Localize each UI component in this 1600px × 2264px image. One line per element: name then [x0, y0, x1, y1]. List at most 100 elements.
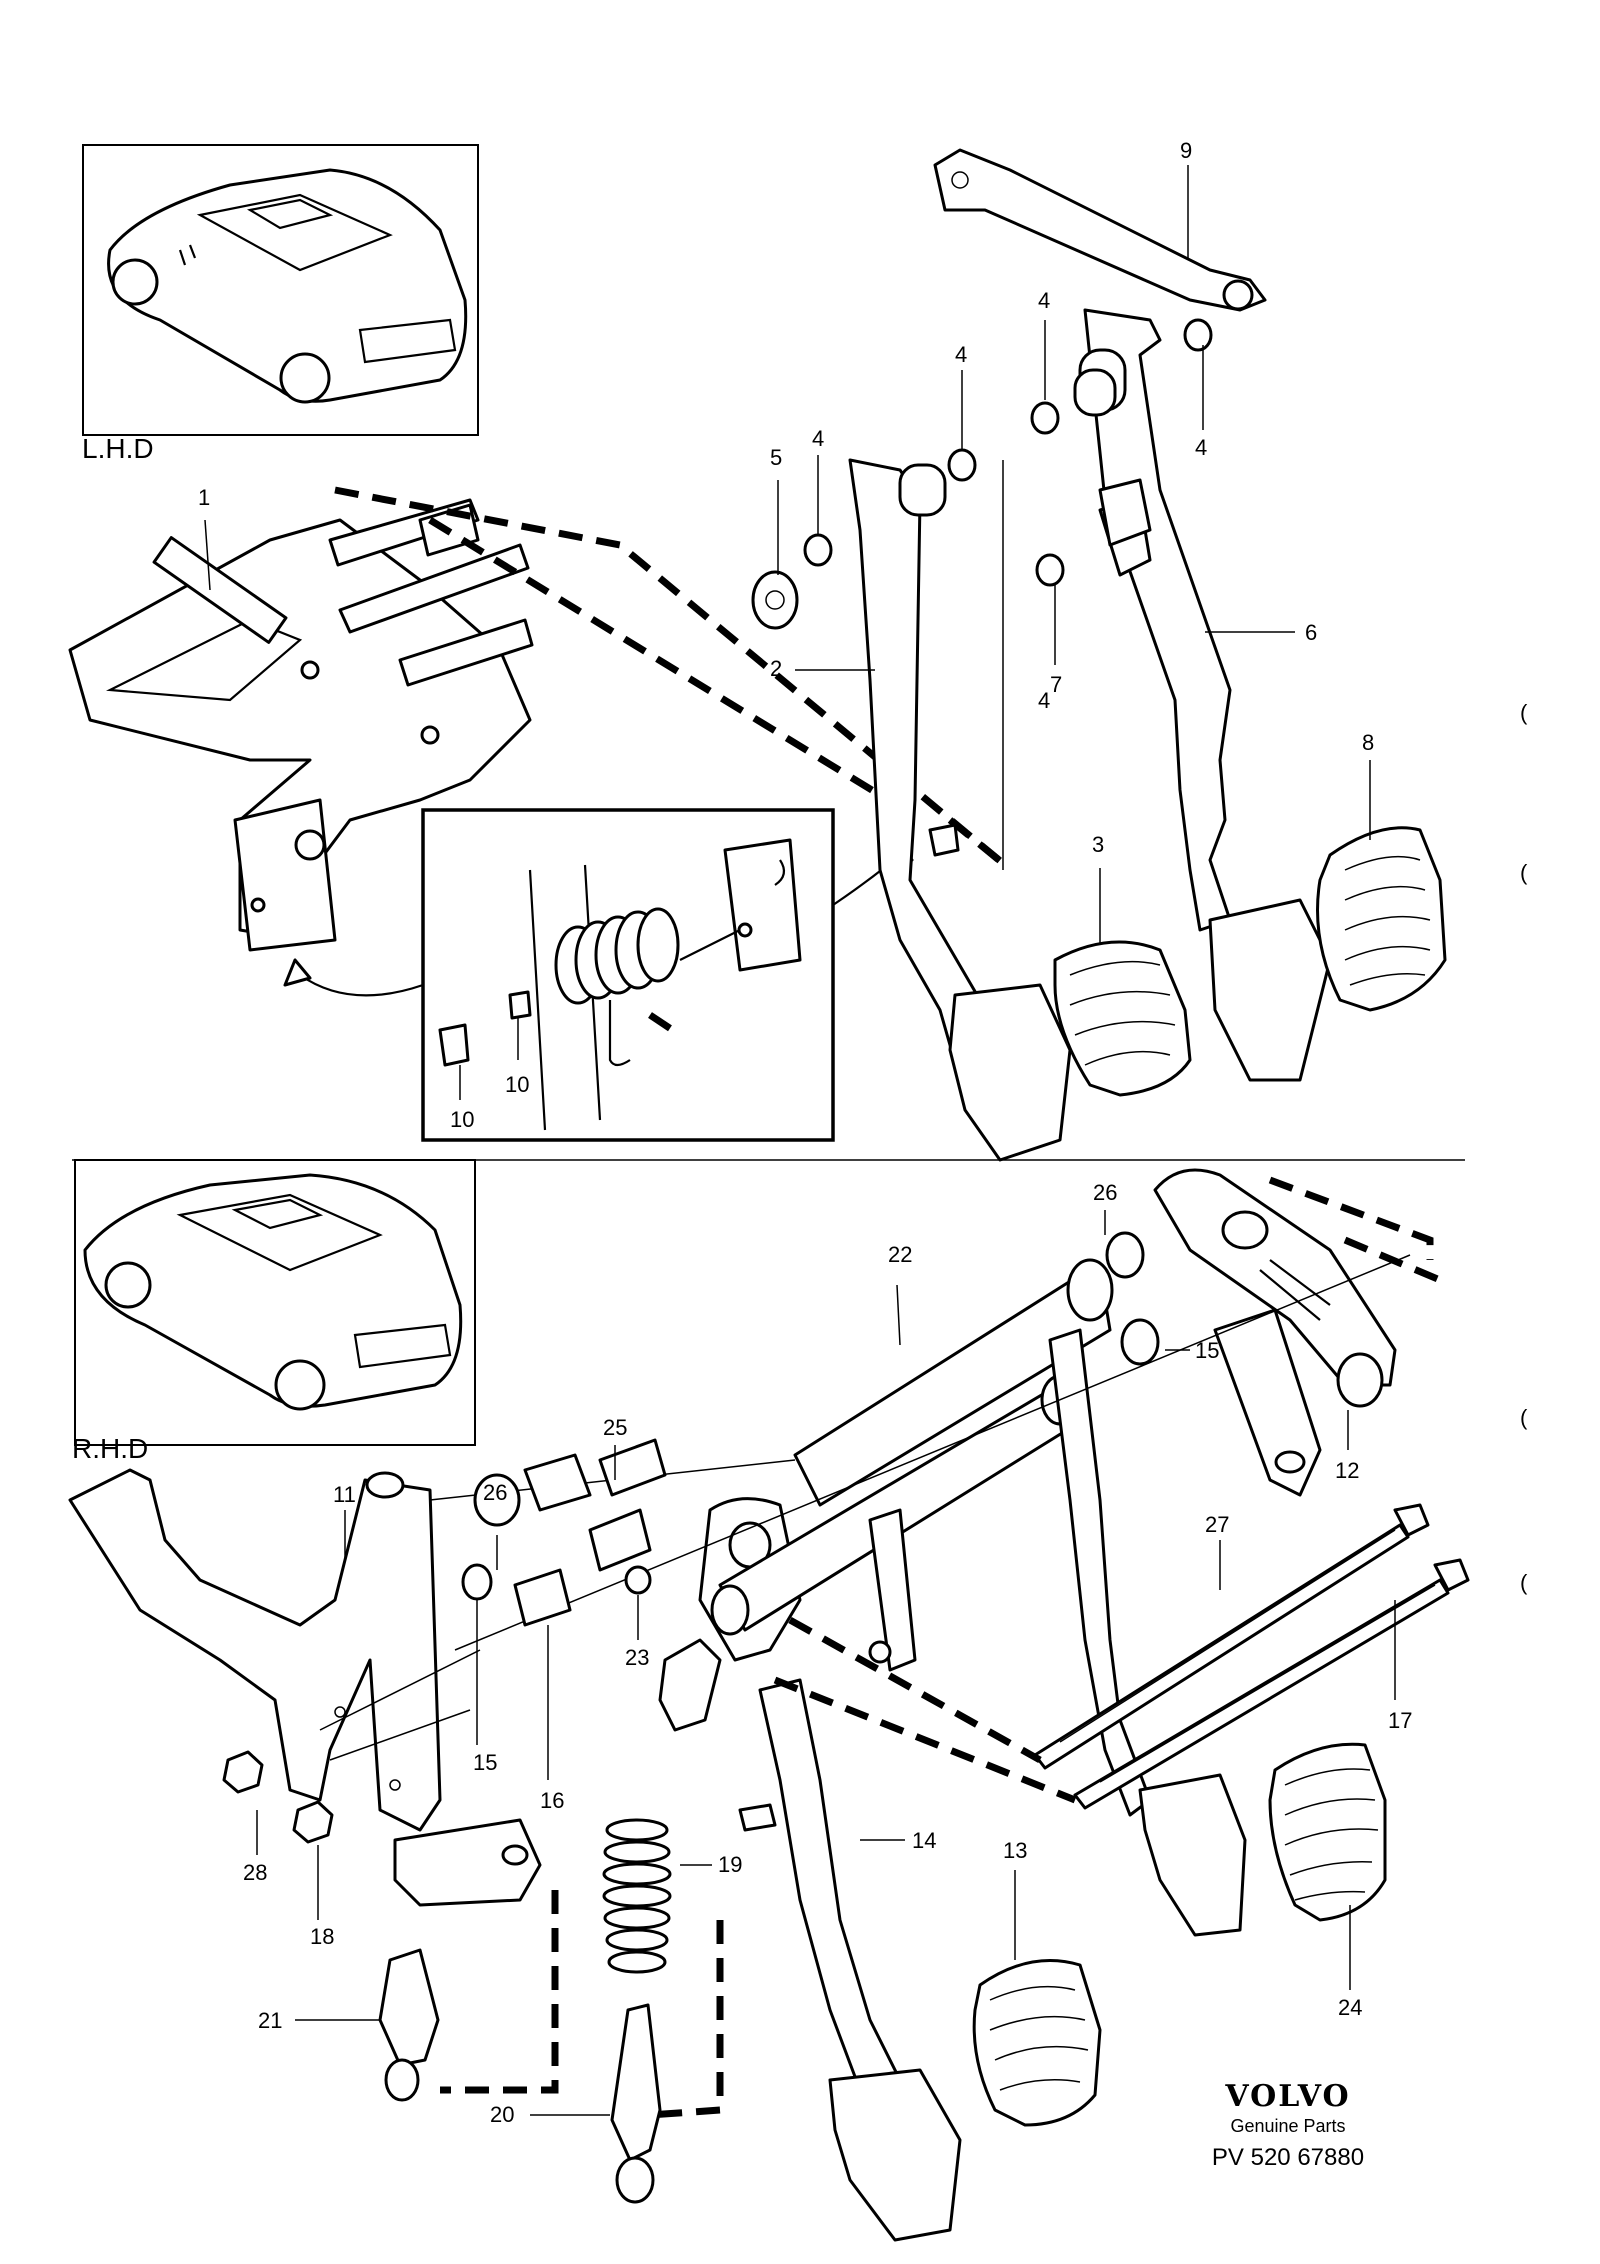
callout-23: 23 [625, 1645, 649, 1670]
lhd-label: L.H.D [82, 433, 154, 464]
edge-marks: ( ( ( ( [1520, 700, 1528, 1595]
spring-coil [554, 907, 680, 1005]
callout-8: 8 [1362, 730, 1374, 755]
brand-block: VOLVO Genuine Parts PV 520 67880 [1212, 2079, 1364, 2171]
callout-3: 3 [1092, 832, 1104, 857]
callout-26-a: 26 [483, 1480, 507, 1505]
svg-text:(: ( [1520, 1405, 1528, 1430]
part-20-pin [610, 2003, 662, 2204]
part-16-bushing [513, 1568, 572, 1627]
part-19-spring [602, 1818, 672, 1974]
rhd-small-parts [461, 1231, 1160, 1832]
part-24-pedal-arm [1048, 1328, 1247, 1937]
part-21-pin [378, 1948, 440, 2102]
callout-4-b: 4 [955, 342, 967, 367]
part-25-bushing-b [588, 1508, 652, 1572]
callout-27: 27 [1205, 1512, 1229, 1537]
dash-spring-right [649, 1920, 724, 2119]
callout-13: 13 [1003, 1838, 1027, 1863]
part-12-bracket [1153, 1168, 1397, 1497]
callout-11: 11 [333, 1482, 356, 1507]
part-28-nut [222, 1750, 264, 1794]
callout-19: 19 [718, 1852, 742, 1877]
guide-dash-2 [428, 517, 882, 798]
nuts [222, 1750, 334, 1844]
part-27-bolt [1033, 1503, 1430, 1770]
part-9-upper-bracket [933, 148, 1267, 312]
callout-5: 5 [770, 445, 782, 470]
callout-14: 14 [912, 1828, 936, 1853]
part-26-washer-b [1105, 1231, 1145, 1279]
part-3-pedal-pad [1053, 940, 1192, 1097]
callout-10-a: 10 [450, 1107, 474, 1132]
callout-25: 25 [603, 1415, 627, 1440]
rhd-callouts: 11 12 13 14 15 15 16 17 18 19 20 21 22 2… [243, 1180, 1412, 2127]
callout-4-c: 4 [1038, 288, 1050, 313]
part-24-pedal-pad [1268, 1742, 1387, 1922]
bushing-right [1073, 368, 1117, 417]
callout-9: 9 [1180, 138, 1192, 163]
svg-text:(: ( [1520, 700, 1528, 725]
callout-16: 16 [540, 1788, 564, 1813]
callout-17: 17 [1388, 1708, 1412, 1733]
rhd-leader-lines [256, 1210, 1396, 2116]
guide-thin-rhd-2 [454, 1254, 1411, 1651]
guide-dash-3 [947, 817, 1008, 868]
callout-10-b: 10 [505, 1072, 529, 1097]
dash-box-upper [788, 1616, 1042, 1764]
svg-text:(: ( [1520, 860, 1528, 885]
spring-detail-inset [421, 808, 835, 1142]
part-15-washer-b [1120, 1318, 1160, 1366]
dash-spring-left [440, 1890, 559, 2094]
part-15-washer-a [461, 1563, 493, 1601]
part-1-pedal-bracket [68, 498, 534, 952]
callout-15-b: 15 [473, 1750, 497, 1775]
part-25-bushing-c [598, 1438, 667, 1497]
part-4-washer-b [947, 448, 977, 482]
callout-4-e: 4 [1038, 688, 1050, 713]
part-25-bushing-a [523, 1453, 592, 1512]
callout-2: 2 [770, 656, 782, 681]
part-18-nut [292, 1800, 334, 1844]
callout-1: 1 [198, 485, 210, 510]
part-5-star-washer [751, 570, 799, 630]
callout-28: 28 [243, 1860, 267, 1885]
part-4-washer-c [1030, 401, 1060, 435]
genuine-parts-label: Genuine Parts [1230, 2116, 1345, 2136]
part-8-pedal-pad [1316, 826, 1447, 1012]
dash-mid-right [1343, 1236, 1442, 1284]
dash-box-lower [773, 1676, 1077, 1804]
guide-thin-rhd-4 [329, 1709, 471, 1761]
lhd-section: L.H.D [68, 138, 1447, 1162]
rhd-label: R.H.D [72, 1433, 148, 1464]
part-23-washer [624, 1565, 652, 1595]
part-26-washer-a [473, 1473, 521, 1527]
callout-4-a: 4 [812, 426, 824, 451]
callout-4-d: 4 [1195, 435, 1207, 460]
callout-18: 18 [310, 1924, 334, 1949]
part-13-pedal-pad [972, 1959, 1102, 2127]
part-17-bolt [1073, 1558, 1470, 1810]
part-reference-number: PV 520 67880 [1212, 2144, 1364, 2171]
callout-21: 21 [258, 2008, 282, 2033]
inset-dash [648, 1012, 682, 1038]
callout-7: 7 [1050, 672, 1062, 697]
washers-and-bushings [751, 318, 1213, 630]
lhd-leader-lines [204, 165, 1371, 1100]
part-14-pedal-arm [658, 1508, 962, 2242]
callout-15-a: 15 [1195, 1338, 1219, 1363]
rhd-car-thumbnail [74, 1159, 476, 1446]
arrow-to-bracket [299, 974, 424, 997]
lhd-car-thumbnail [82, 144, 479, 436]
part-11-bracket [68, 1468, 542, 1907]
callout-6: 6 [1305, 620, 1317, 645]
callout-20: 20 [490, 2102, 514, 2127]
guide-thin-rhd-3 [319, 1649, 481, 1731]
part-4-washer-d [1183, 318, 1213, 352]
part-7-washer [1035, 553, 1065, 587]
part-2-pedal-arm [848, 458, 1072, 1162]
part-4-washer-a [803, 533, 833, 567]
callout-26-b: 26 [1093, 1180, 1117, 1205]
dash-upper-right [1268, 1176, 1434, 1260]
